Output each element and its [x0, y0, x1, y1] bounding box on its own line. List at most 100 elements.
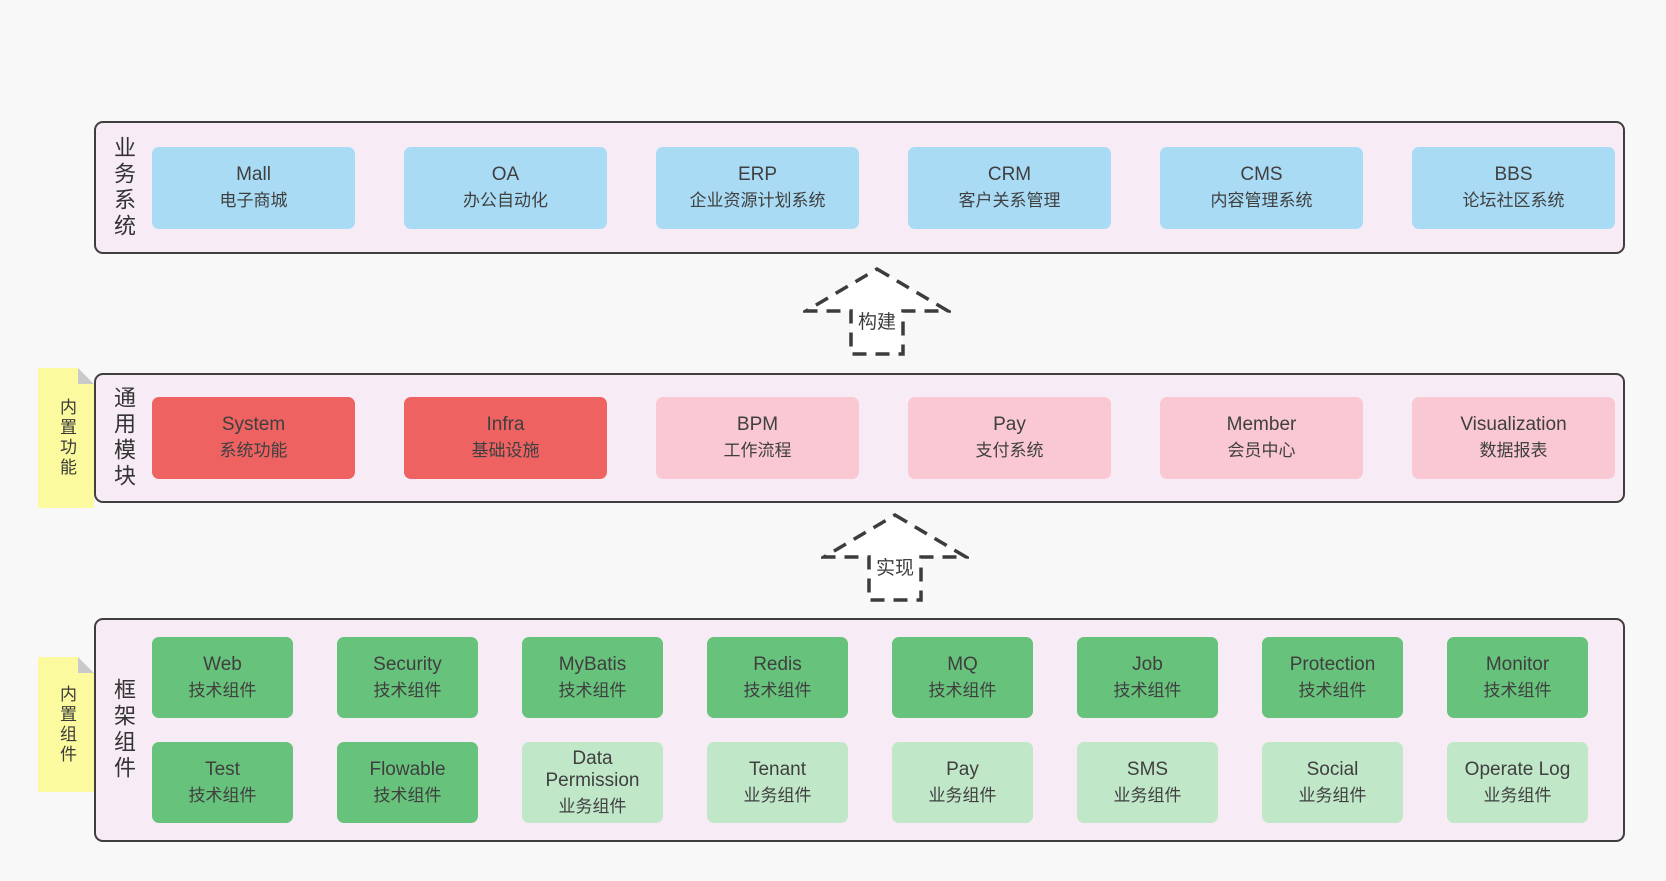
- node-title: MQ: [947, 653, 978, 675]
- node-member: Member 会员中心: [1160, 397, 1363, 479]
- node-test: Test 技术组件: [152, 742, 293, 823]
- node-title: Infra: [486, 414, 525, 436]
- node-subtitle: 工作流程: [723, 441, 792, 461]
- node-subtitle: 支付系统: [975, 441, 1044, 461]
- node-crm: CRM 客户关系管理: [908, 146, 1111, 229]
- sticky-label: 内置功能: [57, 398, 76, 478]
- node-title: Social: [1306, 758, 1359, 780]
- node-title: BBS: [1494, 163, 1533, 185]
- node-security: Security 技术组件: [337, 637, 478, 718]
- node-cms: CMS 内容管理系统: [1160, 146, 1363, 229]
- node-subtitle: 数据报表: [1479, 441, 1548, 461]
- implement-arrow-label: 实现: [871, 552, 919, 581]
- node-subtitle: 技术组件: [1113, 680, 1182, 700]
- node-subtitle: 论坛社区系统: [1462, 190, 1565, 210]
- build-arrow-icon: 构建: [803, 266, 951, 358]
- node-subtitle: 技术组件: [188, 785, 257, 805]
- node-title: Redis: [753, 653, 802, 675]
- node-title: Member: [1226, 414, 1297, 436]
- node-subtitle: 企业资源计划系统: [689, 190, 826, 210]
- node-flowable: Flowable 技术组件: [337, 742, 478, 823]
- node-monitor: Monitor 技术组件: [1447, 637, 1588, 718]
- node-bpm: BPM 工作流程: [656, 397, 859, 479]
- node-title: Pay: [993, 414, 1026, 436]
- node-bbs: BBS 论坛社区系统: [1412, 146, 1615, 229]
- node-subtitle: 业务组件: [743, 785, 812, 805]
- node-subtitle: 技术组件: [558, 680, 627, 700]
- folded-corner-icon: [78, 368, 94, 384]
- node-subtitle: 会员中心: [1227, 441, 1296, 461]
- node-subtitle: 业务组件: [558, 797, 627, 817]
- node-title: CRM: [987, 163, 1032, 185]
- node-title: Data Permission: [545, 747, 640, 792]
- node-pay-biz: Pay 业务组件: [892, 742, 1033, 823]
- node-subtitle: 技术组件: [373, 680, 442, 700]
- node-subtitle: 内容管理系统: [1210, 190, 1313, 210]
- node-system: System 系统功能: [152, 397, 355, 479]
- layer-label: 通用模块: [111, 386, 136, 490]
- node-operate-log: Operate Log 业务组件: [1447, 742, 1588, 823]
- node-subtitle: 技术组件: [928, 680, 997, 700]
- node-title: OA: [491, 163, 520, 185]
- node-title: Test: [205, 758, 240, 780]
- node-subtitle: 技术组件: [1298, 680, 1367, 700]
- node-subtitle: 技术组件: [743, 680, 812, 700]
- node-title: SMS: [1126, 758, 1169, 780]
- node-title: Web: [203, 653, 242, 675]
- node-sms: SMS 业务组件: [1077, 742, 1218, 823]
- node-title: Operate Log: [1464, 758, 1571, 780]
- layer-label: 业务系统: [111, 135, 136, 240]
- node-title: ERP: [737, 163, 778, 185]
- node-title: Security: [373, 653, 442, 675]
- node-title: BPM: [736, 414, 779, 436]
- components-row-2: Test 技术组件 Flowable 技术组件 Data Permission …: [152, 742, 1588, 823]
- node-visualization: Visualization 数据报表: [1412, 397, 1615, 479]
- node-mybatis: MyBatis 技术组件: [522, 637, 663, 718]
- node-social: Social 业务组件: [1262, 742, 1403, 823]
- node-subtitle: 技术组件: [1483, 680, 1552, 700]
- node-title: System: [221, 414, 286, 436]
- node-title: Pay: [946, 758, 979, 780]
- node-oa: OA 办公自动化: [404, 146, 607, 229]
- node-protection: Protection 技术组件: [1262, 637, 1403, 718]
- node-subtitle: 业务组件: [1483, 785, 1552, 805]
- node-subtitle: 技术组件: [188, 680, 257, 700]
- layer-business-systems: 业务系统 Mall 电子商城 OA 办公自动化 ERP 企业资源计划系统 CRM…: [94, 121, 1625, 254]
- layer-framework-components: 框架组件 Web 技术组件 Security 技术组件 MyBatis 技术组件…: [94, 618, 1625, 842]
- node-infra: Infra 基础设施: [404, 397, 607, 479]
- folded-corner-icon: [78, 657, 94, 673]
- node-title: MyBatis: [558, 653, 627, 675]
- layer-common-modules: 通用模块 System 系统功能 Infra 基础设施 BPM 工作流程 Pay…: [94, 373, 1625, 503]
- node-mq: MQ 技术组件: [892, 637, 1033, 718]
- node-title: CMS: [1240, 163, 1283, 185]
- node-subtitle: 基础设施: [471, 441, 540, 461]
- node-web: Web 技术组件: [152, 637, 293, 718]
- node-subtitle: 业务组件: [1113, 785, 1182, 805]
- node-mall: Mall 电子商城: [152, 146, 355, 229]
- node-redis: Redis 技术组件: [707, 637, 848, 718]
- components-row-1: Web 技术组件 Security 技术组件 MyBatis 技术组件 Redi…: [152, 637, 1588, 718]
- node-title: Monitor: [1485, 653, 1550, 675]
- components-rows: Web 技术组件 Security 技术组件 MyBatis 技术组件 Redi…: [152, 637, 1588, 823]
- node-subtitle: 技术组件: [373, 785, 442, 805]
- node-erp: ERP 企业资源计划系统: [656, 146, 859, 229]
- node-data-permission: Data Permission 业务组件: [522, 742, 663, 823]
- node-title: Protection: [1289, 653, 1376, 675]
- node-pay: Pay 支付系统: [908, 397, 1111, 479]
- node-title: Mall: [236, 163, 271, 185]
- node-subtitle: 业务组件: [1298, 785, 1367, 805]
- node-title: Job: [1132, 653, 1163, 675]
- sticky-note-built-in-components: 内置组件: [38, 657, 94, 792]
- node-title: Flowable: [369, 758, 446, 780]
- implement-arrow-icon: 实现: [821, 512, 969, 604]
- node-tenant: Tenant 业务组件: [707, 742, 848, 823]
- node-subtitle: 客户关系管理: [958, 190, 1061, 210]
- layer-label: 框架组件: [111, 678, 136, 782]
- sticky-label: 内置组件: [57, 684, 76, 765]
- node-title: Visualization: [1460, 414, 1567, 436]
- business-row: Mall 电子商城 OA 办公自动化 ERP 企业资源计划系统 CRM 客户关系…: [152, 146, 1615, 229]
- build-arrow-label: 构建: [853, 306, 901, 335]
- node-subtitle: 系统功能: [219, 441, 288, 461]
- node-subtitle: 电子商城: [219, 190, 288, 210]
